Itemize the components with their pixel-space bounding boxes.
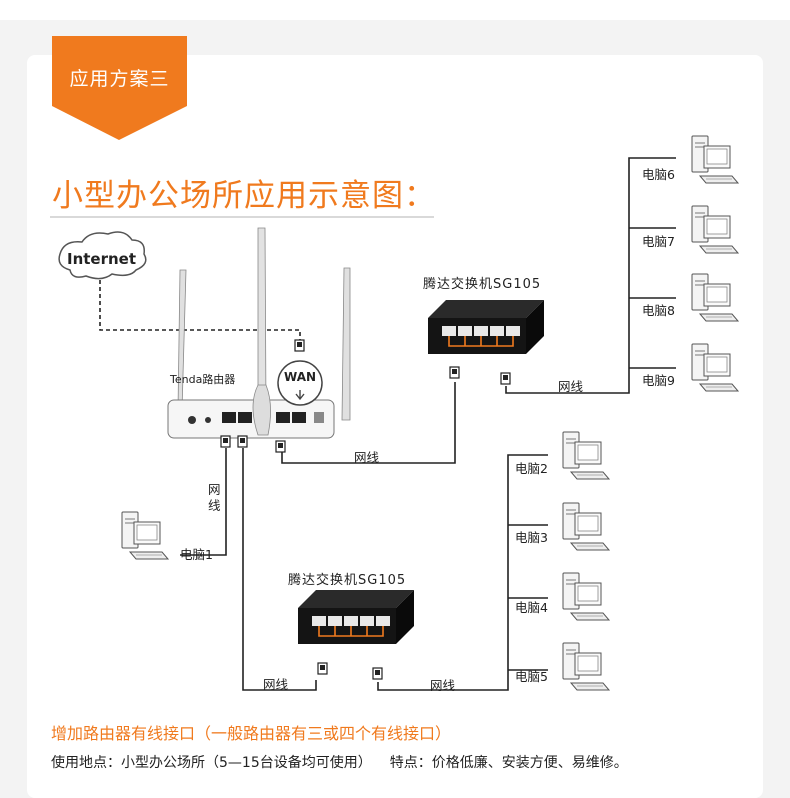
pc9-icon [691,343,739,392]
usage-features: 特点：价格低廉、安装方便、易维修。 [389,755,628,771]
pc3-icon [562,502,610,551]
switch-lower-label: 腾达交换机SG105 [288,573,407,588]
cable-label-vertical-bottom: 线 [208,498,221,513]
top-strip [0,0,790,20]
switch-upper-label: 腾达交换机SG105 [423,277,542,292]
pc7-label: 电脑7 [642,234,675,249]
pc1-icon [121,511,169,560]
wan-label: WAN [284,370,317,384]
internet-label: Internet [67,250,137,268]
pc9-label: 电脑9 [642,373,675,388]
switch-lower [297,589,415,645]
cable-label-switch-pcs-upper: 网线 [558,379,584,394]
router [167,227,351,439]
pc8-icon [691,273,739,322]
router-ports-note: 增加路由器有线接口（一般路由器有三或四个有线接口） [51,724,452,743]
switch-upper [427,299,545,355]
pc6-label: 电脑6 [642,167,675,182]
pc6-icon [691,135,739,184]
pc1-label: 电脑1 [180,547,213,562]
pc5-icon [562,642,610,691]
pc2-label: 电脑2 [515,461,548,476]
router-brand-label: Tenda路由器 [170,373,236,386]
internet-wan-cable [99,280,301,345]
section-banner-label: 应用方案三 [69,68,170,90]
page-title: 小型办公场所应用示意图： [52,178,436,214]
content-card [27,55,763,798]
cable-label-router-switch-lower: 网线 [263,677,289,692]
cables [180,157,676,691]
pc4-icon [562,572,610,621]
cable-label-vertical-top: 网 [208,482,221,497]
pc8-label: 电脑8 [642,303,675,318]
section-banner [52,36,187,140]
pc3-label: 电脑3 [515,530,548,545]
pc7-icon [691,205,739,254]
usage-info: 使用地点：小型办公场所（5—15台设备均可使用） 特点：价格低廉、安装方便、易维修… [51,752,628,772]
pc4-label: 电脑4 [515,600,548,615]
internet-cloud [58,231,147,280]
pc5-label: 电脑5 [515,669,548,684]
cable-label-router-switch: 网线 [354,450,380,465]
cable-label-switch-pcs-lower: 网线 [430,678,456,693]
title-divider [50,216,434,218]
usage-location: 使用地点：小型办公场所（5—15台设备均可使用） [51,755,372,771]
pc2-icon [562,431,610,480]
